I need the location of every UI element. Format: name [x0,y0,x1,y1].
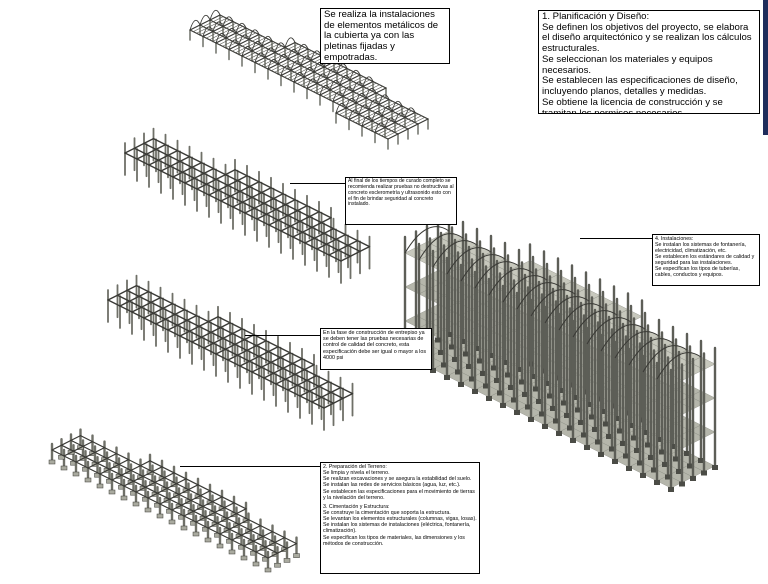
leader-line-preparation [180,466,320,467]
note-planning-line: Se establecen las especificaciones de di… [542,75,738,98]
note-preparation-line: Se instalan las redes de servicios básic… [323,482,461,489]
note-preparation-line: Se realizan excavaciones y se asegura la… [323,476,472,483]
note-installations-line: Se establecen los estándares de calidad … [655,254,755,267]
note-planning-line: Se definen los objetivos del proyecto, s… [542,21,752,55]
note-curing-text: Al final de los tiempos de curado comple… [348,178,454,208]
note-roof: Se realiza la instalaciones de elementos… [320,8,450,64]
completed-building-model [402,213,718,492]
note-roof-text: Se realiza la instalaciones de elementos… [324,9,439,63]
note-preparation-line: Se establecen las especificaciones para … [323,488,475,501]
note-preparation-line: Se limpia y nivela el terreno. [323,470,390,477]
note-preparation-title: 2. Preparación del Terreno: [323,464,387,470]
leader-line-mezzanine [245,335,320,336]
note-installations-line: Se especifican los tipos de tuberías, ca… [655,266,740,279]
note-planning: 1. Planificación y Diseño: Se definen lo… [538,10,760,114]
note-foundation-line: Se construye la cimentación que soporta … [323,509,451,516]
mezzanine-frame-model [107,274,354,431]
note-planning-line: Se obtiene la licencia de construcción y… [542,96,723,114]
note-installations-line: Se instalan los sistemas de fontanería, … [655,242,746,255]
note-foundation-line: Se instalan los sistemas de instalacione… [323,522,471,535]
leader-line-installations [580,238,652,239]
note-foundation-line: Se levantan los elementos estructurales … [323,516,477,523]
leader-line-curing [290,183,346,184]
edge-accent-bar [763,0,768,135]
roof-structure-model [189,9,429,150]
note-installations-title: 4. Instalaciones: [655,236,694,242]
note-installations: 4. Instalaciones: Se instalan los sistem… [652,234,760,286]
upper-frame-model [124,127,371,284]
note-foundation-line: Se especifican los tipos de materiales, … [323,534,465,547]
note-foundation-title: 3. Cimentación y Estructura: [323,503,390,510]
note-curing: Al final de los tiempos de curado comple… [345,177,457,225]
foundation-model [48,428,300,573]
note-planning-title: 1. Planificación y Diseño: [542,11,650,22]
note-mezzanine-text: En la fase de construcción de entrepiso … [323,330,427,361]
note-planning-line: Se seleccionan los materiales y equipos … [542,53,713,76]
note-mezzanine: En la fase de construcción de entrepiso … [320,328,432,370]
note-preparation-foundation: 2. Preparación del Terreno: Se limpia y … [320,462,480,574]
